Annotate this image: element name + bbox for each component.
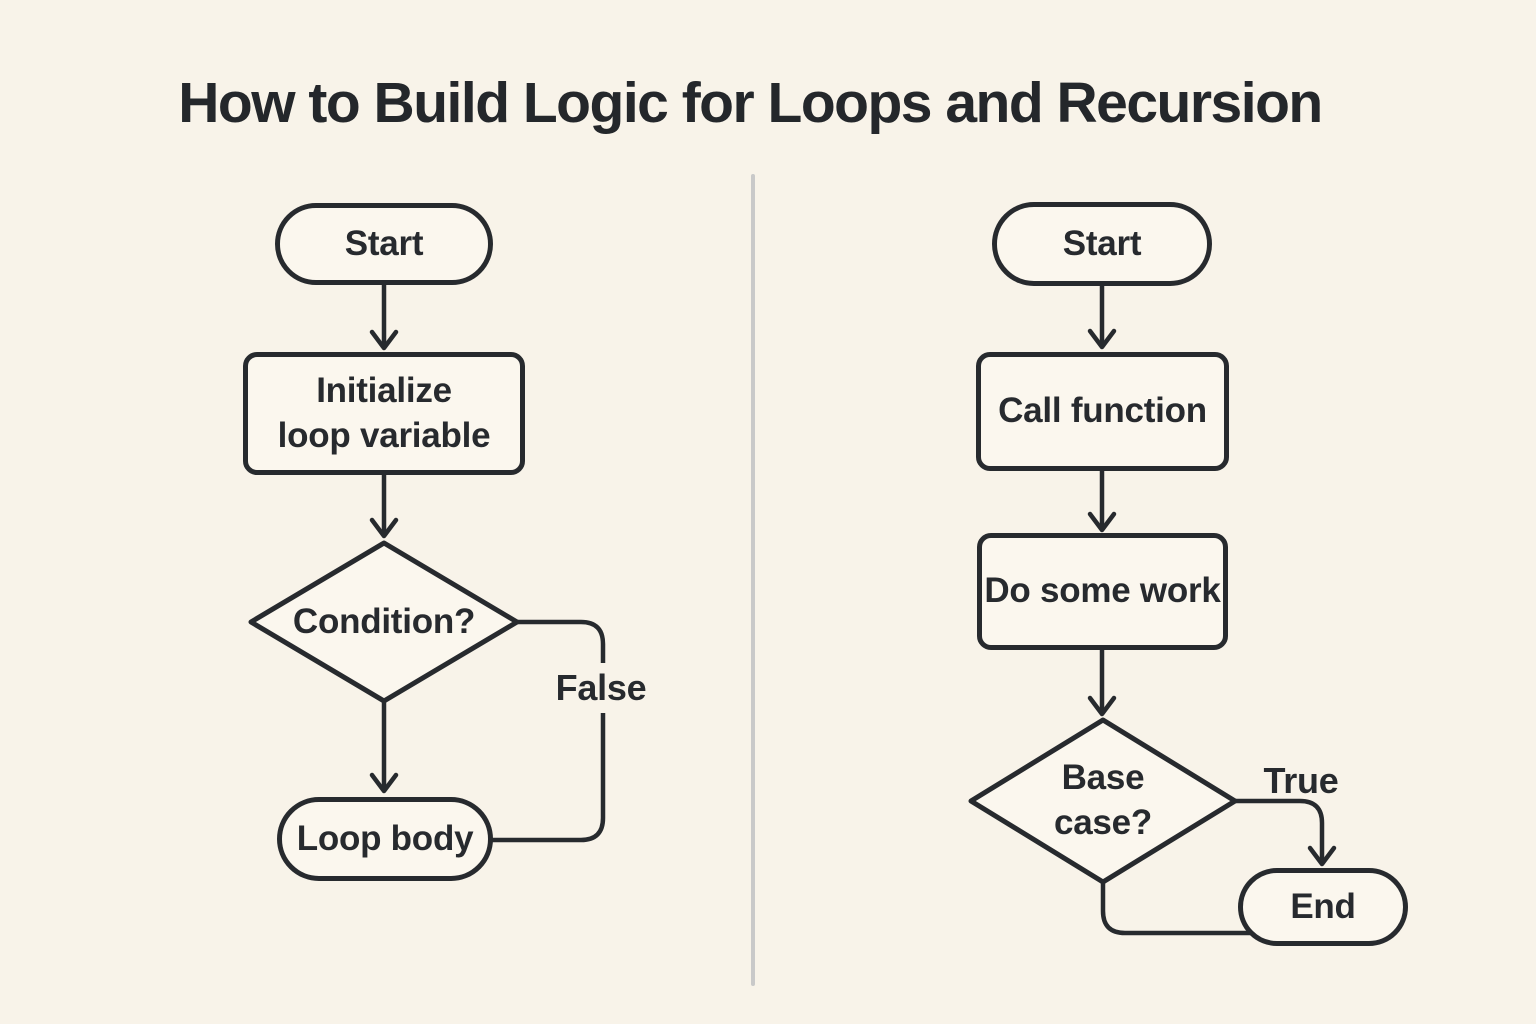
arrow-right-true-path-to-end xyxy=(1232,798,1337,867)
arrowhead-down-icon xyxy=(1087,328,1117,350)
edge-right-base-case-to-end-path xyxy=(1100,879,1259,936)
right-call-function-node: Call function xyxy=(976,352,1229,471)
arrow-right-do-work-to-base-case xyxy=(1087,647,1117,717)
arrowhead-down-icon xyxy=(369,772,399,794)
arrow-left-condition-to-loop-body xyxy=(369,698,399,794)
arrowhead-down-icon xyxy=(1087,695,1117,717)
vertical-divider xyxy=(751,174,755,986)
left-loop-body-label: Loop body xyxy=(296,818,474,858)
right-start-label: Start xyxy=(1062,223,1142,263)
left-start-label: Start xyxy=(344,223,424,263)
false-branch-label: False xyxy=(545,663,657,713)
true-branch-label: True xyxy=(1263,760,1339,801)
connector-line xyxy=(1232,798,1325,861)
arrowhead-down-icon xyxy=(369,517,399,539)
arrow-left-initialize-to-condition xyxy=(369,472,399,539)
left-initialize-node: Initialize loop variable xyxy=(243,352,525,475)
left-condition-diamond xyxy=(248,540,520,704)
arrowhead-down-icon xyxy=(1087,511,1117,533)
right-do-some-work-label: Do some work xyxy=(984,571,1221,611)
right-do-some-work-node: Do some work xyxy=(977,533,1228,650)
arrow-left-start-to-initialize xyxy=(369,282,399,351)
arrowhead-down-icon xyxy=(369,329,399,351)
page-title: How to Build Logic for Loops and Recursi… xyxy=(178,71,1323,135)
right-call-function-label: Call function xyxy=(998,391,1207,431)
left-loop-body-node: Loop body xyxy=(277,797,493,881)
left-condition-label: Condition? xyxy=(292,601,476,641)
arrow-right-call-function-to-do-work xyxy=(1087,468,1117,533)
right-end-node: End xyxy=(1238,868,1408,946)
left-start-node: Start xyxy=(275,203,493,285)
right-base-case-diamond xyxy=(968,717,1238,885)
edge-left-false-path xyxy=(479,619,606,843)
right-start-node: Start xyxy=(992,202,1212,286)
left-initialize-label: Initialize loop variable xyxy=(277,371,491,455)
arrowhead-down-icon xyxy=(1307,845,1337,867)
right-base-case-label: Base case? xyxy=(1054,758,1152,842)
right-end-label: End xyxy=(1290,886,1356,926)
arrow-right-start-to-call-function xyxy=(1087,283,1117,350)
